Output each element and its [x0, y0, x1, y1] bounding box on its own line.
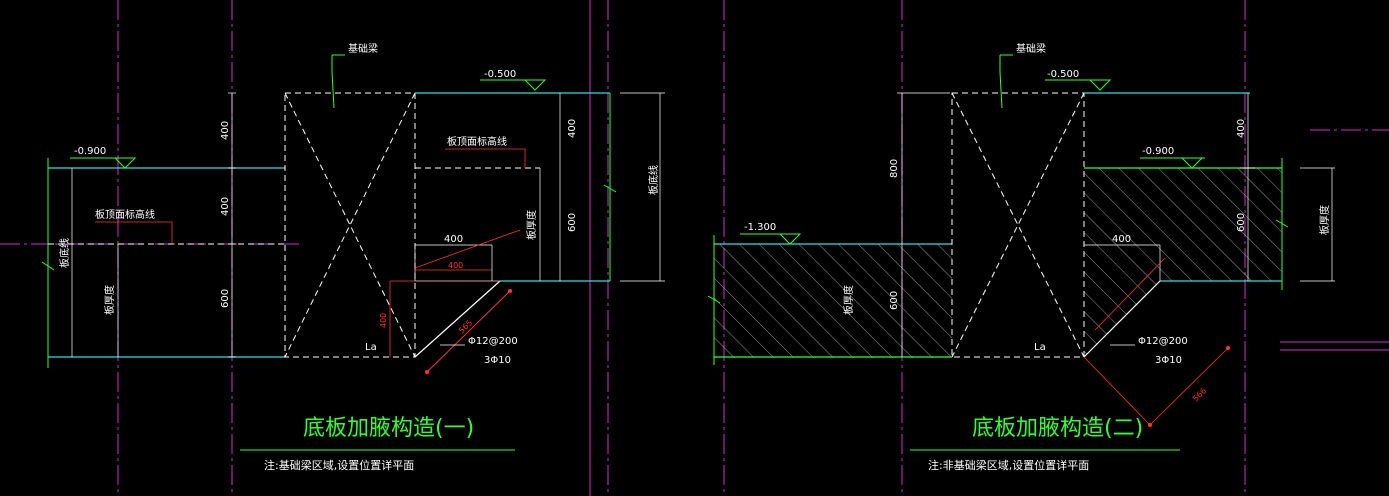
detail1-left-slab — [41, 158, 285, 368]
detail2-beam — [951, 92, 1085, 358]
detail2-slab-thick-right: 板厚度 — [1318, 205, 1331, 235]
detail1-note: 注:基础梁区域,设置位置详平面 — [264, 458, 414, 472]
detail1-right-slab — [415, 92, 617, 282]
detail1-dim-400-h: 400 — [444, 234, 463, 245]
detail2-dim-400-a: 400 — [1236, 119, 1247, 138]
detail1-dim-400-small: 400 — [448, 261, 463, 270]
detail2-dimension-lines — [897, 92, 1335, 282]
detail2-elev-markers — [740, 79, 1205, 245]
detail1-beam-leader — [331, 55, 335, 109]
detail1-dim-400-b: 400 — [220, 197, 231, 216]
detail2-slab-thick-left: 板厚度 — [842, 285, 855, 315]
detail1-elev-top: -0.500 — [484, 69, 516, 80]
detail1-la: La — [365, 342, 377, 353]
detail1-slab-thick-right: 板厚度 — [525, 210, 538, 240]
detail2-elev-right: -0.900 — [1142, 146, 1174, 157]
detail-2: -0.500 -0.900 -1.300 基础梁 板厚度 板厚度 800 600… — [707, 42, 1335, 472]
detail2-rebar1: Φ12@200 — [1138, 336, 1188, 347]
detail1-dim-400-a: 400 — [220, 121, 231, 140]
detail1-dim-400-c: 400 — [567, 119, 578, 138]
detail2-dim-566: 566 — [1191, 386, 1208, 403]
detail2-elev-left: -1.300 — [744, 222, 776, 233]
detail2-right-slab — [1083, 92, 1289, 358]
detail1-beam-label: 基础梁 — [348, 42, 378, 55]
detail2-rebar2: 3Φ10 — [1155, 355, 1182, 366]
detail2-dim-400-h: 400 — [1112, 234, 1131, 245]
detail1-slab-label-left: 板底线 — [58, 238, 71, 268]
detail2-dim-600-a: 600 — [889, 291, 900, 310]
detail2-beam-label: 基础梁 — [1016, 42, 1046, 55]
detail1-rebar1: Φ12@200 — [468, 336, 518, 347]
detail1-haunch — [389, 229, 521, 374]
detail2-dim-600-b: 600 — [1236, 213, 1247, 232]
detail1-slab-label-right: 板底线 — [647, 165, 660, 195]
detail1-line-label-right: 板顶面标高线 — [447, 135, 507, 148]
detail1-dimension-lines — [117, 92, 665, 358]
detail1-slab-thick-left: 板厚度 — [103, 285, 116, 315]
detail1-elev-left: -0.900 — [74, 146, 106, 157]
detail-1: -0.500 -0.900 基础梁 板顶面标高线 板顶面标高线 板底线 板底线 … — [41, 42, 665, 472]
detail1-dim-600-a: 600 — [220, 289, 231, 308]
detail2-note: 注:非基础梁区域,设置位置详平面 — [928, 458, 1089, 472]
detail2-haunch — [1083, 244, 1230, 427]
detail1-line-label-left: 板顶面标高线 — [95, 208, 155, 221]
detail2-dim-800: 800 — [889, 159, 900, 178]
detail2-beam-leader — [999, 55, 1003, 109]
detail2-la: La — [1034, 342, 1046, 353]
detail1-elev-markers — [70, 79, 547, 169]
detail1-dim-565: 565 — [457, 318, 474, 335]
detail2-elev-top: -0.500 — [1047, 69, 1079, 80]
detail1-beam — [284, 92, 416, 358]
detail2-title: 底板加腋构造(二) — [972, 416, 1143, 441]
detail1-dim-400-red: 400 — [379, 313, 388, 328]
detail1-leaders — [95, 148, 526, 244]
detail1-dim-600-b: 600 — [567, 213, 578, 232]
detail2-left-slab — [707, 235, 952, 365]
detail1-title: 底板加腋构造(一) — [303, 416, 474, 441]
detail1-rebar2: 3Φ10 — [484, 355, 511, 366]
